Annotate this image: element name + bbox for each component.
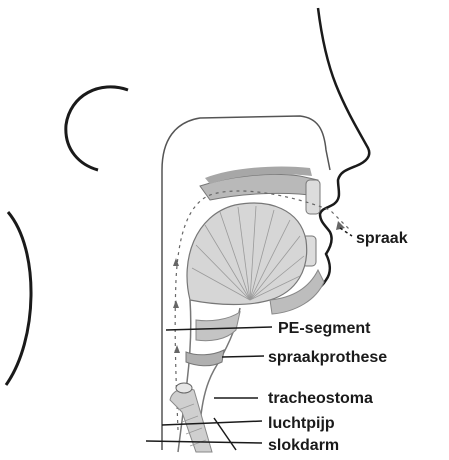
stoma-opening bbox=[176, 383, 192, 393]
label-tracheostoma: tracheostoma bbox=[268, 390, 373, 407]
label-spraakprothese: spraakprothese bbox=[268, 349, 387, 366]
label-luchtpijp: luchtpijp bbox=[268, 415, 335, 432]
head-back-arc bbox=[66, 87, 128, 170]
leader-spraak bbox=[340, 228, 352, 236]
leader-luchtpijp bbox=[162, 421, 262, 425]
leader-spraakprothese bbox=[222, 356, 264, 357]
label-spraak: spraak bbox=[356, 230, 408, 247]
head-left-arc bbox=[6, 212, 31, 385]
label-pe-segment: PE-segment bbox=[278, 320, 371, 337]
upper-teeth bbox=[306, 180, 320, 214]
pe-segment-shape bbox=[196, 312, 240, 341]
leader-slokdarm bbox=[146, 441, 262, 443]
label-slokdarm: slokdarm bbox=[268, 437, 339, 454]
voice-prosthesis-shape bbox=[186, 350, 224, 366]
